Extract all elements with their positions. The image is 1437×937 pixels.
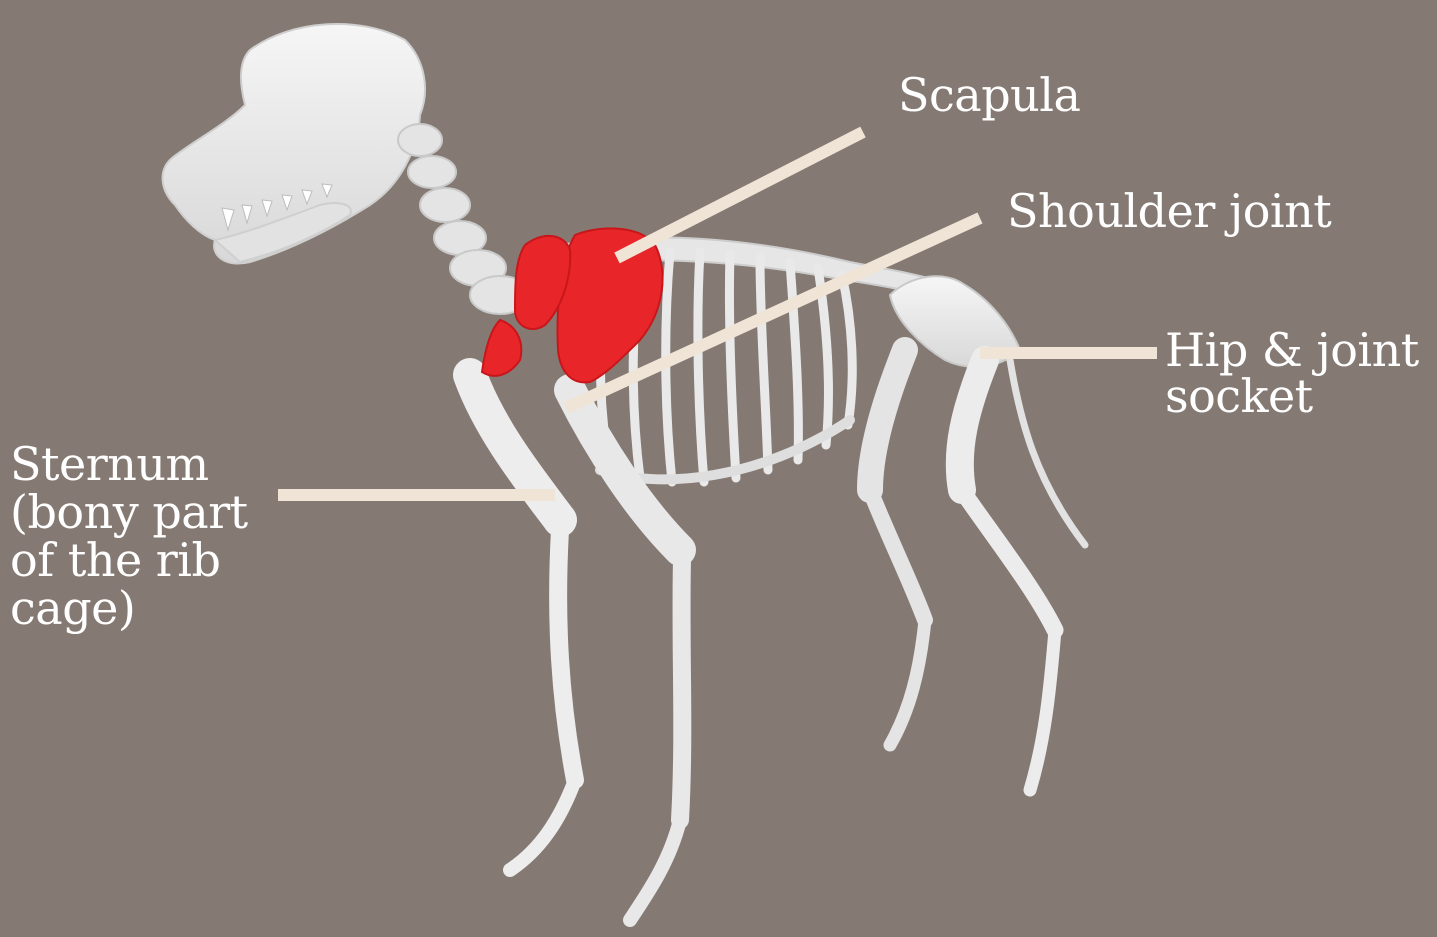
skull	[163, 24, 425, 264]
sternum-label-line-1: Sternum	[10, 440, 248, 488]
hip-label-line-2: socket	[1165, 373, 1419, 419]
scapula-leader-line	[617, 132, 863, 258]
hip-joint-socket-label: Hip & joint socket	[1165, 327, 1419, 419]
hip-label-line-1: Hip & joint	[1165, 327, 1419, 373]
sternum-label-line-3: of the rib	[10, 536, 248, 584]
hind-leg-far	[870, 350, 925, 745]
cervical-vertebrae	[398, 124, 530, 314]
sternum-label-line-4: cage)	[10, 584, 248, 632]
sternum-label: Sternum (bony part of the rib cage)	[10, 440, 248, 632]
sternum-label-line-2: (bony part	[10, 488, 248, 536]
scapula-label-text: Scapula	[898, 72, 1080, 119]
tail	[1010, 360, 1085, 545]
front-leg-far	[570, 390, 682, 920]
shoulder-joint-label-text: Shoulder joint	[1007, 188, 1331, 235]
scapula-label: Scapula	[898, 72, 1080, 119]
shoulder-joint-label: Shoulder joint	[1007, 188, 1331, 235]
front-leg-near	[470, 375, 575, 870]
hind-leg-near	[960, 360, 1055, 790]
